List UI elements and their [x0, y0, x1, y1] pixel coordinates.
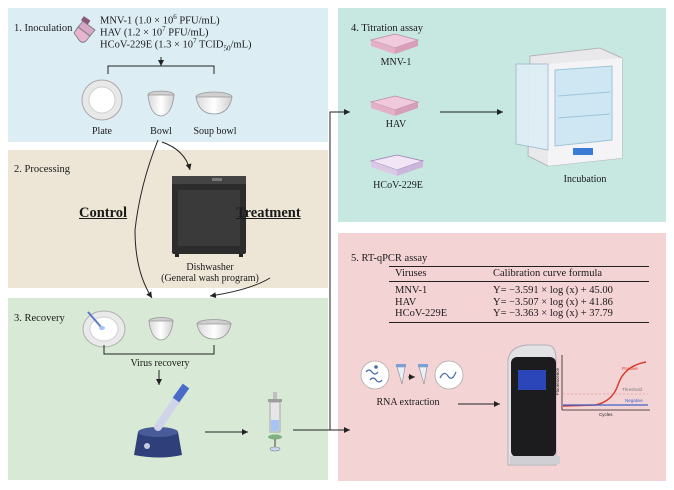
- treatment-arrow-in: [161, 141, 192, 171]
- plate-mnv1-icon: [369, 33, 420, 54]
- tube-icon: [73, 16, 96, 43]
- cycles-label: Cycles: [599, 412, 613, 417]
- plate-hcov-icon: [369, 154, 425, 176]
- table-cell-formula: Y= −3.591 × log (x) + 45.00: [493, 285, 613, 296]
- wash-program-label: (General wash program): [161, 273, 259, 284]
- bowl-icon: [147, 90, 175, 117]
- dish-label-plate: Plate: [92, 126, 112, 137]
- panel-inoculation: [8, 8, 328, 142]
- virus-name: HAV: [100, 27, 122, 39]
- positive-curve: [562, 361, 647, 407]
- recovery-plate-icon: [82, 310, 126, 348]
- amplification-plot: Positive Threshold Negative Cycles Fluor…: [555, 355, 650, 417]
- dish-label-soup-bowl: Soup bowl: [193, 126, 237, 137]
- connector-arrows: [293, 109, 350, 433]
- processing-title: 2. Processing: [14, 164, 70, 175]
- virus-unit: PFU/mL): [176, 15, 220, 27]
- virus-line-mnv1: MNV-1 (1.0 × 106 PFU/mL): [100, 11, 220, 28]
- table-cell-virus: HAV: [395, 296, 417, 308]
- soup-bowl-icon: [195, 91, 233, 115]
- vortex-mixer-icon: [134, 383, 190, 458]
- virus-exp: 7: [162, 25, 166, 33]
- virus-conc: (1.0 × 10: [134, 15, 174, 27]
- table-header-viruses: Viruses: [389, 266, 487, 282]
- table-cell-formula: Y= −3.363 × log (x) + 37.79: [487, 308, 649, 323]
- recovery-bowl-icon: [148, 317, 174, 341]
- plate-label-hav: HAV: [385, 119, 407, 130]
- virus-exp: 6: [173, 13, 177, 21]
- table-header-row: Viruses Calibration curve formula: [389, 266, 649, 282]
- syringe-filter-icon: [268, 392, 282, 452]
- virus-unit2: /mL): [230, 39, 252, 51]
- virus-conc: (1.3 × 10: [154, 39, 194, 51]
- virus-recovery-bracket: [103, 345, 215, 385]
- inoculation-title: 1. Inoculation: [14, 23, 73, 34]
- plate-label-mnv1: MNV-1: [380, 57, 412, 68]
- table-cell-virus: MNV-1: [395, 285, 428, 296]
- control-arrow: [134, 139, 159, 299]
- dishwasher-icon: [172, 176, 246, 257]
- table-header-formula: Calibration curve formula: [487, 266, 649, 282]
- recovery-title: 3. Recovery: [14, 313, 65, 324]
- plate-hav-icon: [369, 95, 420, 116]
- panel-processing: [8, 150, 328, 288]
- titration-title: 4. Titration assay: [351, 23, 424, 34]
- virus-conc: (1.2 × 10: [123, 27, 163, 39]
- fluorescence-label: Fluorescence: [555, 367, 560, 395]
- virus-sub: 50: [223, 44, 231, 53]
- control-label: Control: [79, 205, 128, 221]
- recovery-soup-bowl-icon: [196, 319, 232, 340]
- sample-virus-circle-icon: [360, 360, 390, 390]
- dishwasher-label: Dishwasher: [186, 262, 234, 273]
- calibration-table: Viruses Calibration curve formula MNV-1 …: [389, 266, 649, 323]
- inoculation-bracket: [107, 57, 215, 74]
- incubation-label: Incubation: [563, 174, 607, 185]
- virus-unit: PFU/mL): [165, 27, 209, 39]
- table-row: HAV Y= −3.507 × log (x) + 41.86: [389, 297, 649, 309]
- rna-extraction-label: RNA extraction: [376, 397, 440, 408]
- virus-name: HCoV-229E: [100, 39, 153, 51]
- plate-icon: [81, 79, 123, 121]
- qpcr-machine-icon: [507, 344, 560, 466]
- virus-name: MNV-1: [100, 15, 133, 27]
- table-row: MNV-1 Y= −3.591 × log (x) + 45.00: [389, 282, 649, 297]
- table-cell-virus: HCoV-229E: [389, 308, 487, 323]
- virus-exp: 7: [193, 37, 197, 45]
- treatment-label: Treatment: [236, 205, 301, 221]
- extraction-tubes-icon: [396, 364, 428, 385]
- virus-unit: TCID: [196, 39, 224, 51]
- virus-recovery-label: Virus recovery: [130, 358, 190, 369]
- treatment-arrow-out: [209, 277, 271, 299]
- rtqpcr-title: 5. RT-qPCR assay: [351, 253, 428, 264]
- negative-label: Negative: [625, 398, 643, 403]
- table-cell-formula: Y= −3.507 × log (x) + 41.86: [493, 296, 613, 308]
- virus-line-hav: HAV (1.2 × 107 PFU/mL): [100, 23, 209, 40]
- virus-line-hcov: HCoV-229E (1.3 × 107 TCID50/mL): [100, 35, 251, 56]
- rna-circle-icon: [434, 360, 464, 390]
- plate-label-hcov: HCoV-229E: [373, 180, 423, 191]
- table-row: HCoV-229E Y= −3.363 × log (x) + 37.79: [389, 308, 649, 323]
- positive-label: Positive: [622, 366, 638, 371]
- dish-label-bowl: Bowl: [150, 126, 172, 137]
- incubator-icon: [515, 47, 623, 167]
- threshold-label: Threshold: [622, 387, 643, 392]
